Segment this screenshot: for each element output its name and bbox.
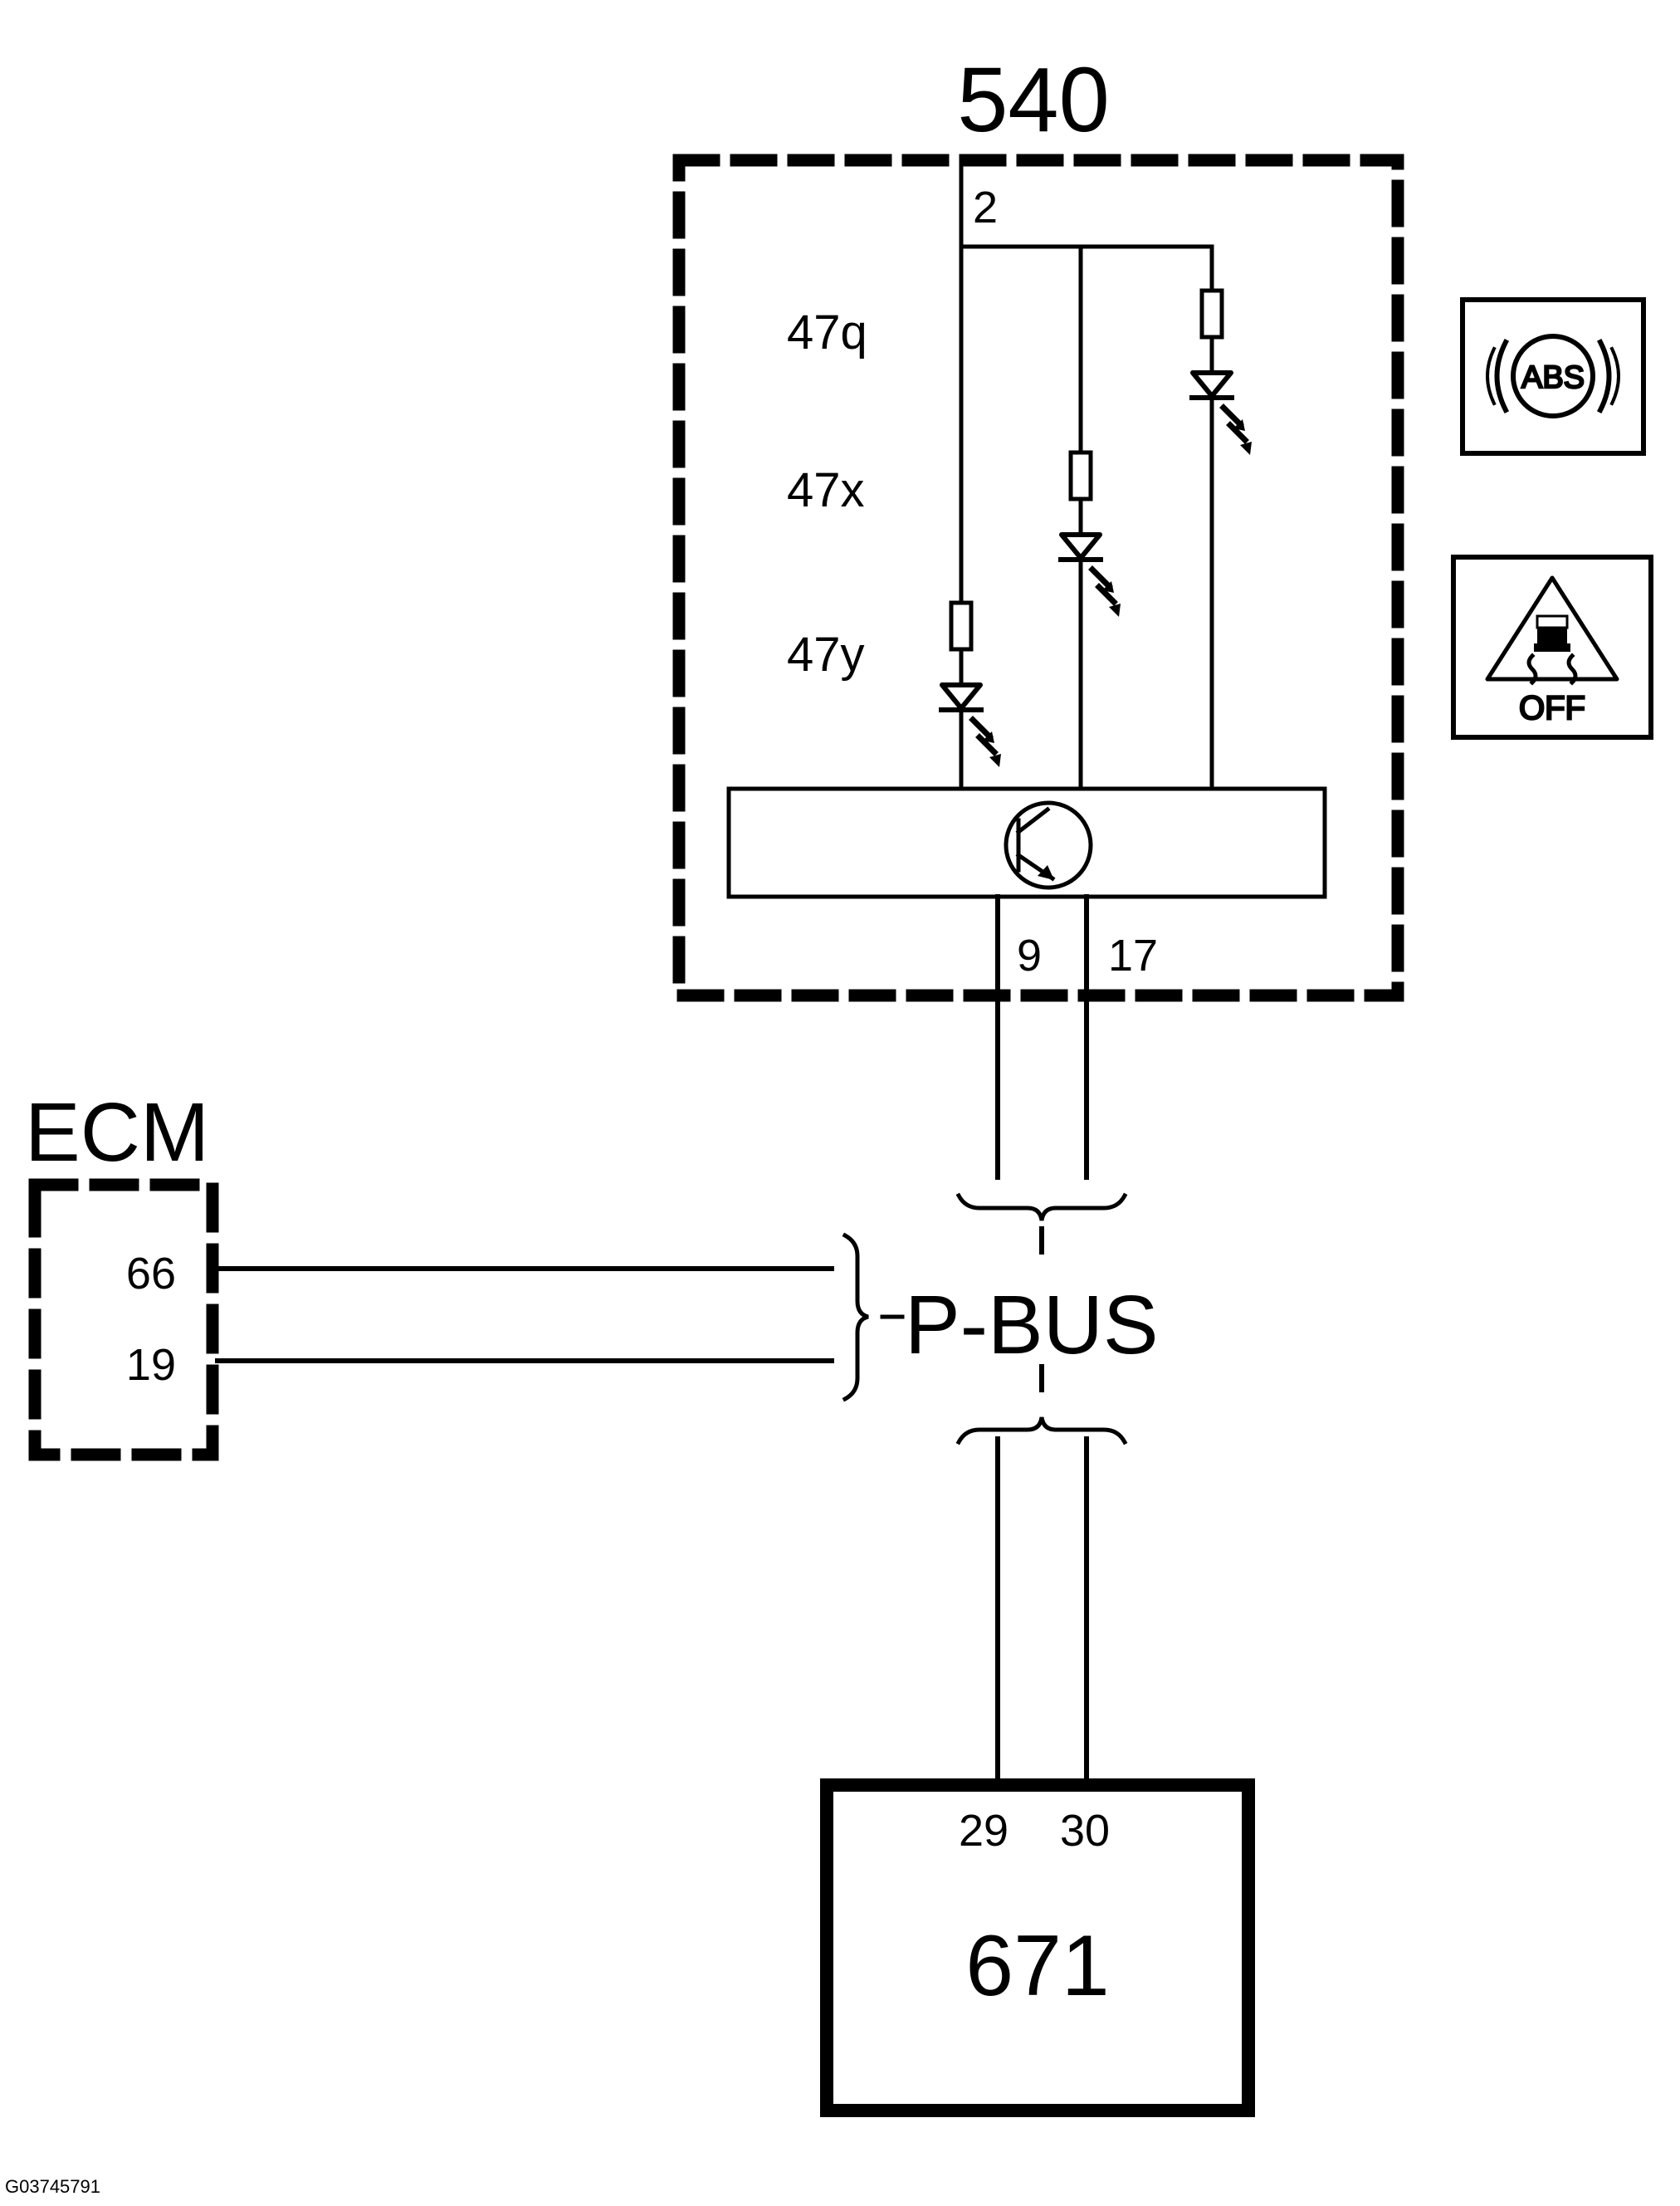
traction-control-off-icon [1485, 575, 1619, 686]
pin-2-label: 2 [973, 183, 998, 232]
led-47x [1058, 450, 1121, 617]
traction-off-icon-text: OFF [1519, 690, 1585, 726]
indicator-47y-label: 47y [787, 628, 865, 682]
light-emission-icon [1219, 404, 1252, 455]
traction-off-symbol: OFF [1451, 555, 1653, 740]
diode-icon [1059, 532, 1102, 560]
light-emission-icon [969, 716, 1001, 767]
diode-icon [940, 682, 983, 711]
led-47y [939, 600, 1001, 767]
module-671-box [820, 1778, 1255, 2117]
transistor-icon [1004, 800, 1093, 890]
upper-brace [955, 1192, 1128, 1221]
module-ecm: ECM 66 19 [25, 1086, 219, 1461]
pin-19-label: 19 [126, 1340, 176, 1390]
pin-17-label: 17 [1108, 931, 1158, 981]
left-brace [842, 1232, 869, 1402]
lower-brace [955, 1416, 1128, 1445]
module-540-dashed-boundary [672, 154, 1404, 1002]
module-540-label: 540 [957, 49, 1110, 151]
module-671: 29 30 671 [820, 1778, 1255, 2117]
light-emission-icon [1088, 565, 1121, 617]
ecm-dashed-boundary [28, 1178, 219, 1461]
abs-warning-symbol: ABS [1460, 297, 1646, 456]
diode-icon [1190, 370, 1233, 399]
pin-66-label: 66 [126, 1249, 176, 1299]
module-671-label: 671 [965, 1918, 1110, 2014]
abs-icon-text: ABS [1521, 360, 1585, 395]
resistor-icon [1199, 288, 1224, 340]
module-540: 540 2 47q 47x 47y [672, 49, 1404, 1002]
figure-id: G03745791 [5, 2176, 100, 2197]
indicator-47x-label: 47x [787, 463, 865, 517]
abs-warning-icon: ABS [1486, 334, 1620, 418]
resistor-icon [1068, 450, 1093, 501]
pin-30-label: 30 [1060, 1806, 1110, 1856]
led-47q [1189, 288, 1252, 455]
resistor-icon [949, 600, 974, 652]
indicator-47q-label: 47q [787, 306, 867, 360]
pin-9-label: 9 [1017, 931, 1042, 981]
pin-29-label: 29 [959, 1806, 1008, 1856]
ecm-label: ECM [25, 1086, 209, 1179]
p-bus-wiring: P-BUS [215, 894, 1159, 1785]
p-bus-label: P-BUS [905, 1279, 1159, 1372]
